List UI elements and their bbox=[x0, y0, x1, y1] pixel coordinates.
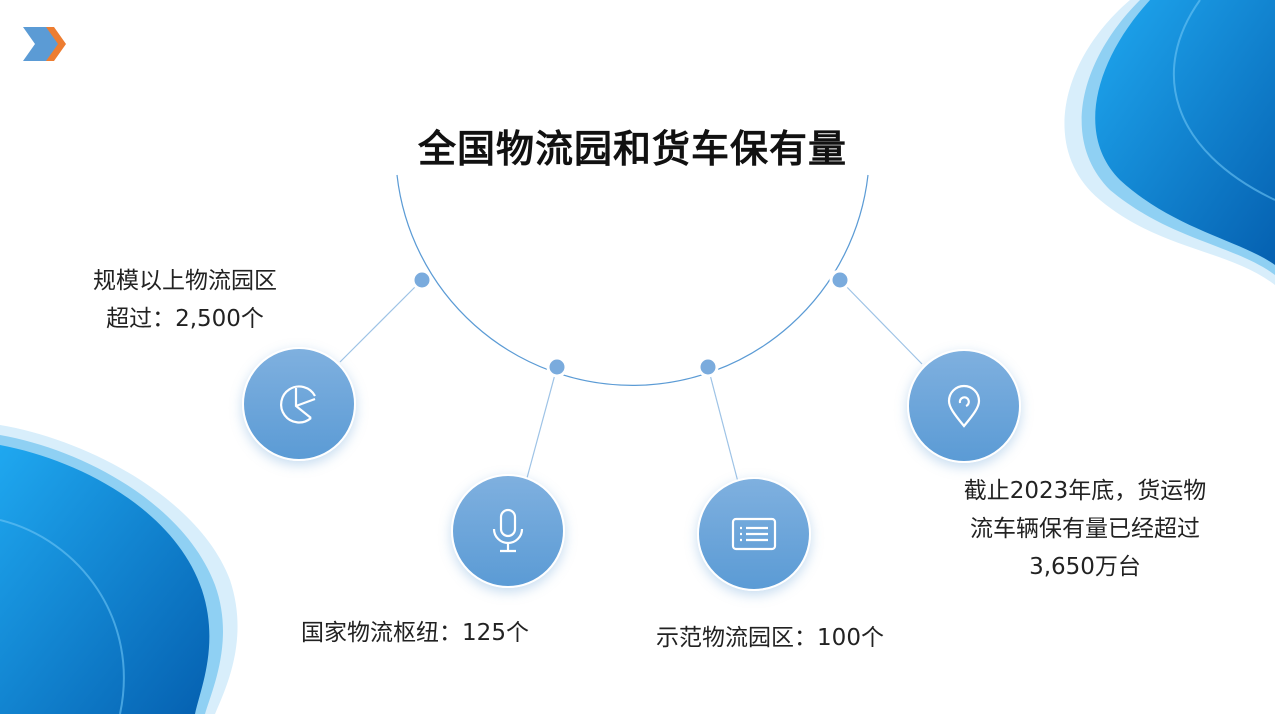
connector-arc bbox=[396, 174, 869, 386]
label-line: 国家物流枢纽：125个 bbox=[301, 620, 529, 646]
label-line: 规模以上物流园区 bbox=[93, 268, 277, 294]
connector-dot bbox=[411, 269, 433, 291]
label-line: 3,650万台 bbox=[1029, 554, 1141, 580]
wave-bottom-left bbox=[0, 425, 238, 714]
microphone-icon bbox=[492, 508, 524, 553]
node-national-hubs bbox=[451, 474, 565, 588]
node-truck-ownership bbox=[907, 349, 1021, 463]
label-logistics-parks: 规模以上物流园区 超过：2,500个 bbox=[40, 262, 330, 338]
connector-dot bbox=[546, 356, 568, 378]
label-national-hubs: 国家物流枢纽：125个 bbox=[260, 614, 570, 652]
page-title: 全国物流园和货车保有量 bbox=[417, 127, 847, 171]
logo-chevrons bbox=[23, 27, 66, 61]
label-truck-ownership: 截止2023年底，货运物 流车辆保有量已经超过 3,650万台 bbox=[930, 472, 1240, 586]
label-demo-parks: 示范物流园区：100个 bbox=[620, 619, 920, 657]
location-pin-icon bbox=[947, 384, 981, 428]
pie-chart-icon bbox=[280, 385, 316, 424]
label-line: 示范物流园区：100个 bbox=[656, 625, 884, 651]
label-line: 超过：2,500个 bbox=[106, 306, 264, 332]
label-line: 流车辆保有量已经超过 bbox=[970, 516, 1200, 542]
list-icon bbox=[731, 517, 777, 551]
node-logistics-parks bbox=[242, 347, 356, 461]
label-line: 截止2023年底，货运物 bbox=[963, 478, 1207, 504]
node-demo-parks bbox=[697, 477, 811, 591]
connector-dot bbox=[829, 269, 851, 291]
connector-lines bbox=[339, 279, 923, 483]
wave-top-right bbox=[1064, 0, 1275, 285]
connector-dot bbox=[697, 356, 719, 378]
